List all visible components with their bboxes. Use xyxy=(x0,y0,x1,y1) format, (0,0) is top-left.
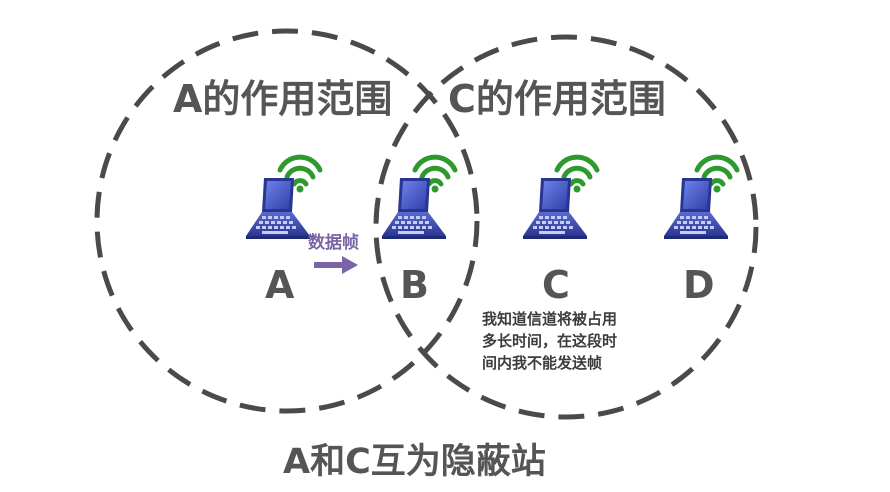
node-label-d: D xyxy=(683,263,715,307)
note-line-2: 多长时间，在这段时 xyxy=(482,332,617,350)
note-line-3: 间内我不能发送帧 xyxy=(482,354,602,372)
range-label-c: C的作用范围 xyxy=(448,77,666,121)
node-label-c: C xyxy=(542,263,570,307)
note-line-1: 我知道信道将被占用 xyxy=(482,310,617,328)
node-label-a: A xyxy=(265,263,295,307)
data-frame-transfer: 数据帧 xyxy=(308,232,359,274)
frame-label: 数据帧 xyxy=(308,232,359,253)
range-circle-c xyxy=(373,34,759,420)
node-c-note: 我知道信道将被占用 多长时间，在这段时 间内我不能发送帧 xyxy=(482,310,617,372)
caption: A和C互为隐蔽站 xyxy=(283,442,546,482)
node-a: A xyxy=(246,157,320,307)
range-label-a: A的作用范围 xyxy=(173,77,392,121)
node-label-b: B xyxy=(400,263,429,307)
range-circle-a xyxy=(94,28,480,414)
node-b: B xyxy=(382,157,455,307)
node-c: C xyxy=(523,157,597,307)
node-d: D xyxy=(664,157,737,307)
arrow-right-icon xyxy=(314,256,358,274)
